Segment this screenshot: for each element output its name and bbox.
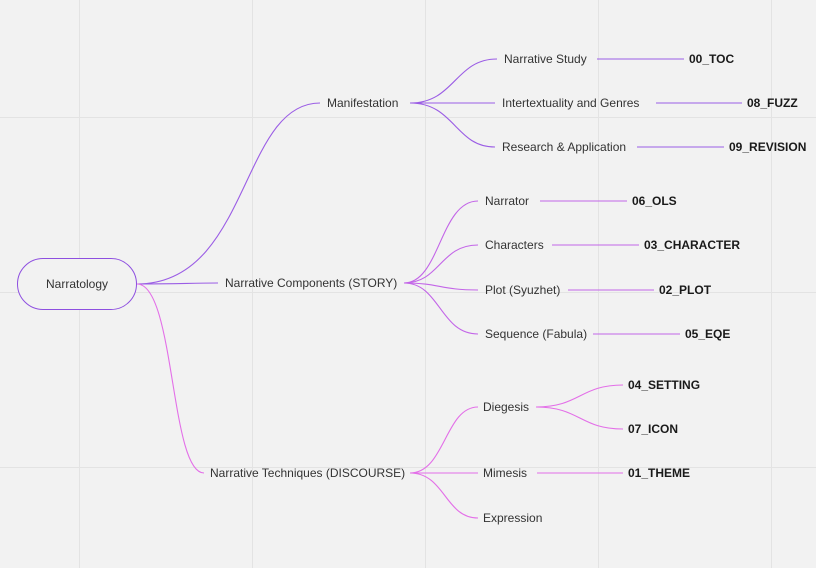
tag-07-icon[interactable]: 07_ICON <box>628 422 679 436</box>
node-narrative-techniques[interactable]: Narrative Techniques (DISCOURSE) <box>210 466 406 480</box>
node-intertextuality-genres[interactable]: Intertextuality and Genres <box>502 96 640 110</box>
node-mimesis[interactable]: Mimesis <box>483 466 527 480</box>
node-expression[interactable]: Expression <box>483 511 543 525</box>
node-research-application[interactable]: Research & Application <box>502 140 627 154</box>
tag-08-fuzz[interactable]: 08_FUZZ <box>747 96 798 110</box>
link-diegesis-setting <box>535 384 624 408</box>
tag-02-plot[interactable]: 02_PLOT <box>659 283 712 297</box>
tag-00-toc[interactable]: 00_TOC <box>689 52 735 66</box>
node-characters[interactable]: Characters <box>485 238 544 252</box>
link-techniques-diegesis <box>409 406 479 474</box>
node-narrative-study[interactable]: Narrative Study <box>504 52 587 66</box>
node-narrative-components[interactable]: Narrative Components (STORY) <box>225 276 398 290</box>
link-components-plot <box>403 282 479 291</box>
node-manifestation[interactable]: Manifestation <box>327 96 399 110</box>
node-sequence[interactable]: Sequence (Fabula) <box>485 327 588 341</box>
link-manifestation-research <box>409 102 496 148</box>
link-techniques-expression <box>409 472 479 519</box>
tag-09-revision[interactable]: 09_REVISION <box>729 140 807 154</box>
link-components-characters <box>403 244 479 284</box>
tag-03-character[interactable]: 03_CHARACTER <box>644 238 741 252</box>
root-node-label: Narratology <box>45 277 109 291</box>
link-diegesis-icon <box>535 406 624 430</box>
link-manifestation-narrative-study <box>409 58 498 104</box>
node-diegesis[interactable]: Diegesis <box>483 400 530 414</box>
node-narrator[interactable]: Narrator <box>485 194 530 208</box>
link-components-sequence <box>403 282 479 335</box>
link-components-narrator <box>403 200 479 284</box>
root-node-narratology[interactable]: Narratology <box>17 258 137 310</box>
tag-06-ols[interactable]: 06_OLS <box>632 194 677 208</box>
tag-05-eqe[interactable]: 05_EQE <box>685 327 731 341</box>
tag-04-setting[interactable]: 04_SETTING <box>628 378 701 392</box>
link-root-manifestation <box>136 102 321 285</box>
link-root-techniques <box>136 283 205 474</box>
link-root-components <box>136 282 219 285</box>
tag-01-theme[interactable]: 01_THEME <box>628 466 691 480</box>
node-plot[interactable]: Plot (Syuzhet) <box>485 283 561 297</box>
